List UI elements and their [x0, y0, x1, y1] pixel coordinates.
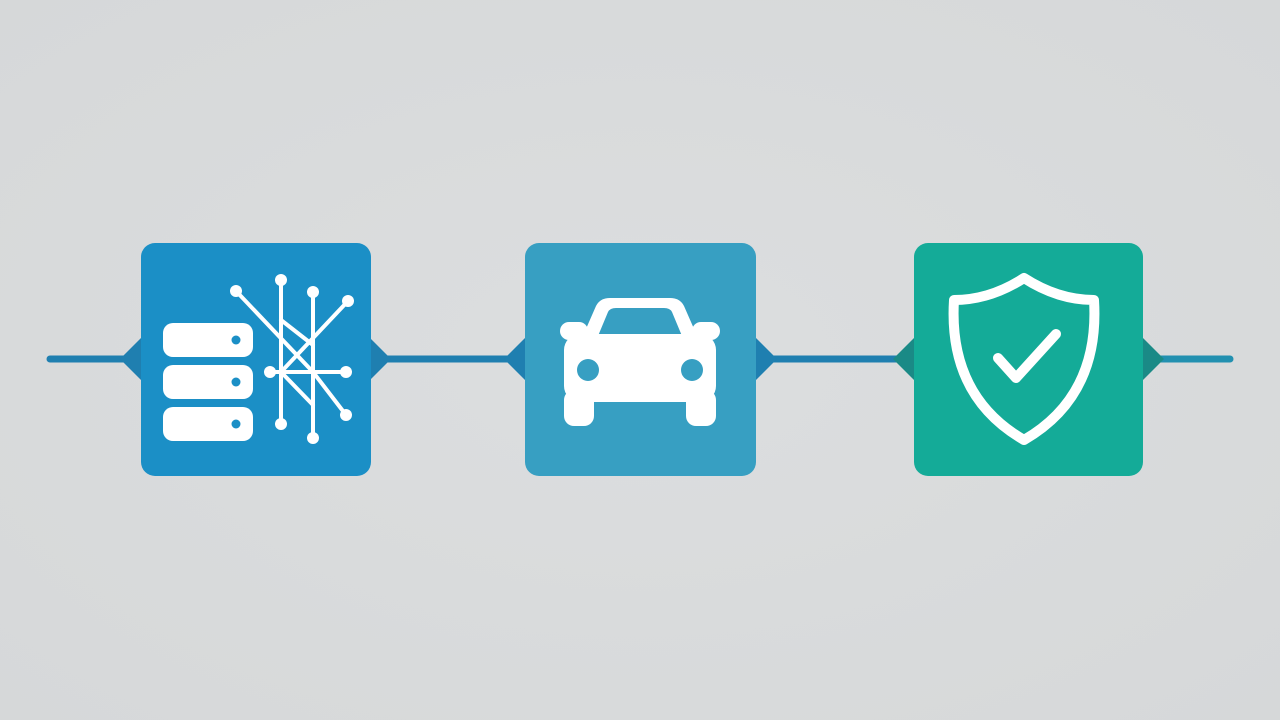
network-nodes-icon [234, 278, 350, 440]
car-icon [560, 298, 720, 426]
connector-nub [504, 337, 526, 381]
connector-nubs [120, 337, 1164, 381]
connector-nub [120, 337, 142, 381]
connector-nub [369, 337, 391, 381]
connector-nub [1142, 337, 1164, 381]
network-node-dots [230, 274, 354, 444]
shield-check-icon [948, 273, 1100, 445]
connector-nub [893, 337, 915, 381]
connector-nub [755, 337, 777, 381]
step-box [141, 243, 371, 476]
database-icon [163, 323, 253, 441]
step-3-shield [914, 243, 1143, 476]
step-2-car [525, 243, 756, 476]
step-1-database-network [141, 243, 371, 476]
